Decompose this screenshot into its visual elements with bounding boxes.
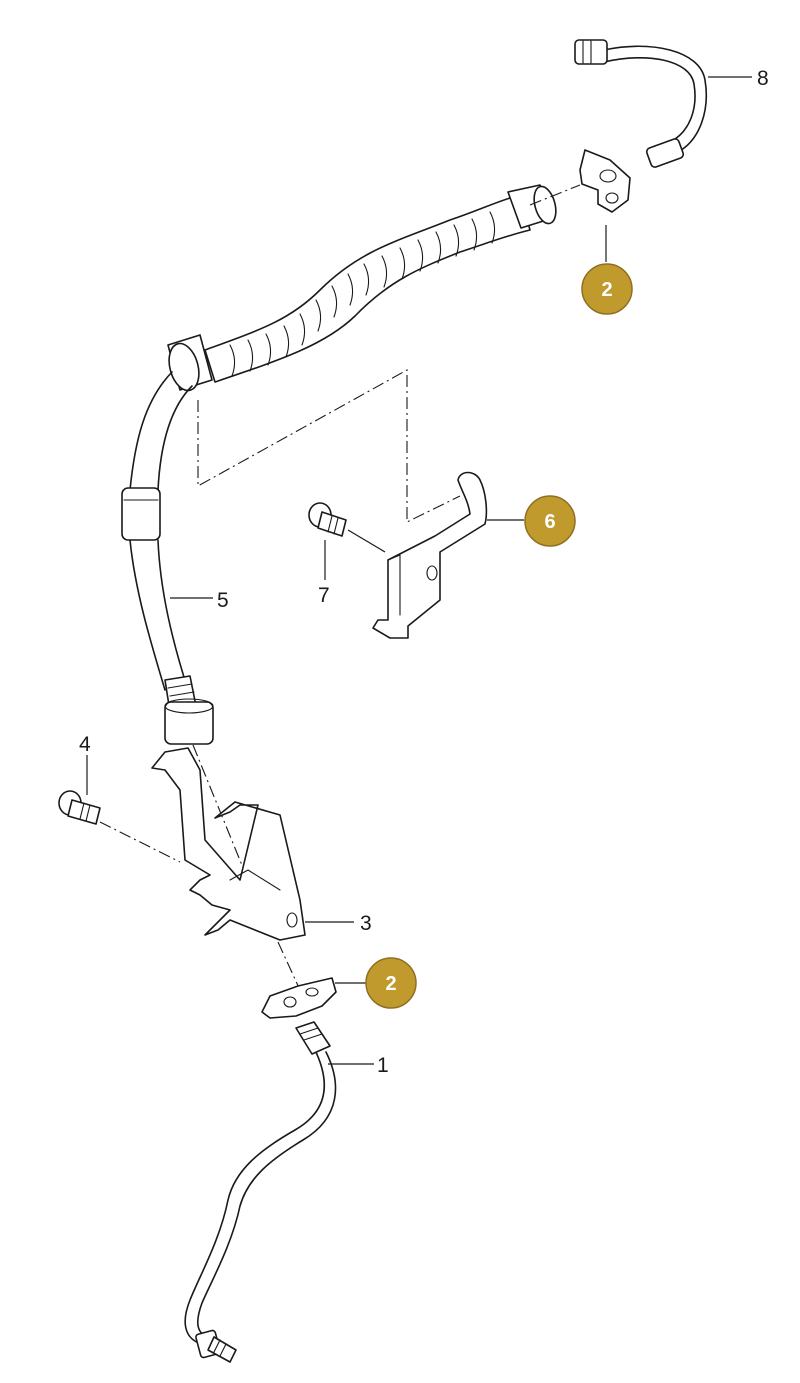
part-1-brake-pipe[interactable] — [184, 1021, 337, 1363]
top-clip[interactable] — [579, 149, 631, 213]
badge-clip-top[interactable]: 2 — [581, 263, 633, 315]
leader-lines — [86, 76, 752, 1065]
label-part-7: 7 — [318, 584, 330, 607]
badge-bracket-upper[interactable]: 6 — [524, 495, 576, 547]
assembly-lines — [99, 184, 581, 991]
part-8-brake-pipe[interactable] — [574, 39, 708, 168]
part-7-bolt[interactable] — [308, 502, 386, 553]
label-part-4: 4 — [79, 733, 91, 756]
part-5-brake-hose[interactable] — [121, 184, 560, 745]
hose-corrugation — [229, 211, 496, 377]
part-numbers: 8 7 5 4 3 1 — [79, 67, 769, 1077]
part-3-bracket[interactable] — [151, 747, 306, 941]
label-part-5: 5 — [217, 589, 229, 612]
part-6-bracket[interactable] — [372, 471, 488, 639]
badge-clip-bottom[interactable]: 2 — [365, 957, 417, 1009]
badge-bracket-upper-label: 6 — [544, 511, 555, 533]
badge-clip-top-label: 2 — [601, 279, 612, 301]
bottom-clip[interactable] — [261, 977, 337, 1019]
badge-clip-bottom-label: 2 — [385, 973, 396, 995]
part-4-bolt[interactable] — [58, 790, 101, 825]
label-part-1: 1 — [377, 1054, 389, 1077]
label-part-8: 8 — [757, 67, 769, 90]
label-part-3: 3 — [360, 912, 372, 935]
